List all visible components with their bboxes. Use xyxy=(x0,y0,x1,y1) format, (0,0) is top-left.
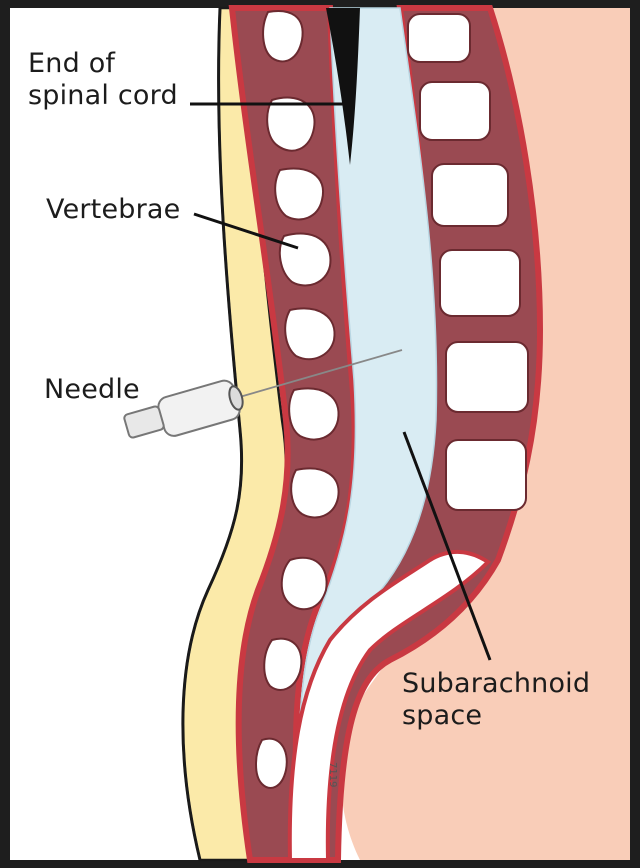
label-vertebrae: Vertebrae xyxy=(46,194,180,226)
arch-8 xyxy=(282,558,327,610)
vertebral-body-1 xyxy=(408,14,470,62)
label-needle: Needle xyxy=(44,374,140,406)
vertebral-body-6 xyxy=(446,440,526,510)
label-end-of-cord-line1: End of xyxy=(28,48,115,80)
arch-3 xyxy=(275,168,323,219)
arch-10 xyxy=(256,739,287,788)
arch-9 xyxy=(264,639,301,690)
vertebral-body-2 xyxy=(420,82,490,140)
label-subarachnoid-line1: Subarachnoid xyxy=(402,668,590,700)
vertebral-body-4 xyxy=(440,250,520,316)
arch-6 xyxy=(289,388,338,439)
figure-reference-number: 7119 xyxy=(327,762,338,787)
vertebral-body-5 xyxy=(446,342,528,412)
arch-5 xyxy=(285,308,334,359)
arch-4 xyxy=(280,234,331,286)
arch-2 xyxy=(267,98,314,151)
label-subarachnoid-line2: space xyxy=(402,700,482,732)
label-end-of-cord-line2: spinal cord xyxy=(28,80,178,112)
arch-7 xyxy=(291,468,338,517)
vertebral-body-3 xyxy=(432,164,508,226)
arch-1 xyxy=(263,11,303,61)
